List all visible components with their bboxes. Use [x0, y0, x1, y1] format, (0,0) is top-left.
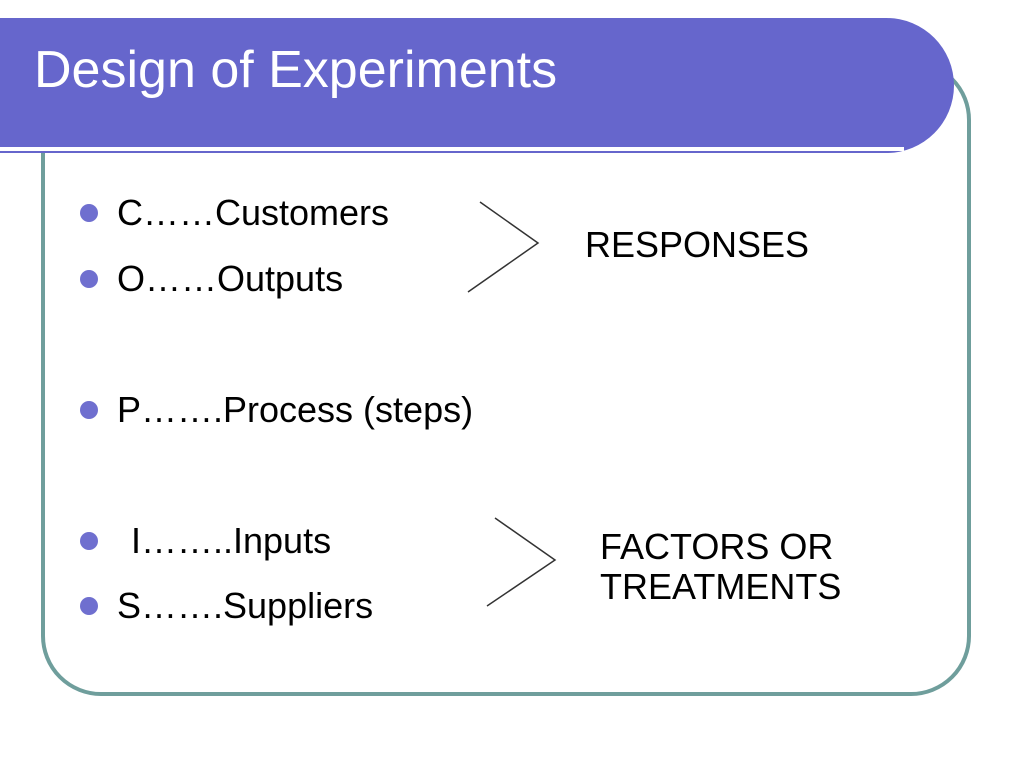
list-item-inputs: I……..Inputs	[80, 521, 331, 561]
factors-label-line1: FACTORS OR	[600, 526, 834, 567]
list-item-process: P…….Process (steps)	[80, 390, 473, 430]
list-item-suppliers: S…….Suppliers	[80, 586, 373, 626]
responses-label: RESPONSES	[585, 224, 810, 265]
title-bar	[0, 18, 954, 153]
factors-label: FACTORS OR TREATMENTS	[600, 527, 920, 607]
list-item-label: S…….Suppliers	[117, 585, 374, 626]
list-item-customers: C……Customers	[80, 193, 389, 233]
bullet-dot-icon	[80, 270, 98, 288]
factors-bracket-icon	[486, 517, 557, 607]
bullet-dot-icon	[80, 597, 98, 615]
list-item-label: C……Customers	[117, 192, 390, 233]
bullet-dot-icon	[80, 204, 98, 222]
bullet-dot-icon	[80, 532, 98, 550]
list-item-outputs: O……Outputs	[80, 259, 343, 299]
bullet-list: C……Customers O……Outputs P…….Process (ste…	[80, 0, 600, 700]
responses-bracket-icon	[467, 201, 540, 293]
list-item-label: I……..Inputs	[131, 520, 332, 561]
title-underline	[0, 147, 904, 151]
list-item-label: P…….Process (steps)	[117, 389, 474, 430]
bullet-dot-icon	[80, 401, 98, 419]
content-frame	[41, 60, 971, 696]
slide-title: Design of Experiments	[34, 41, 558, 99]
factors-label-line2: TREATMENTS	[600, 566, 842, 607]
list-item-label: O……Outputs	[117, 258, 344, 299]
